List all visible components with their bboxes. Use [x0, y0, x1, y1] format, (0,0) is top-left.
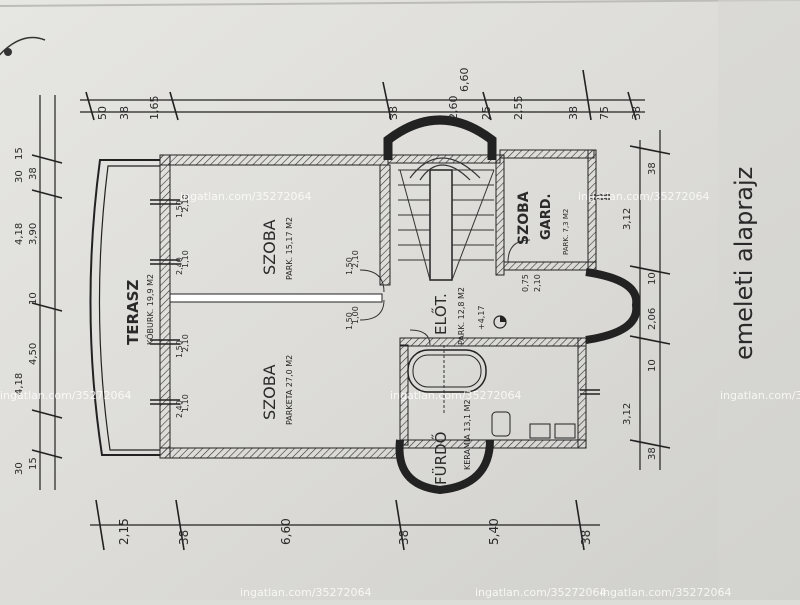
dimensions-right: 38 3,12 10 2,06 10 3,12 38: [622, 162, 658, 460]
watermark-3: ingatlan.com/35272064: [0, 389, 132, 402]
dimension-top-3: 50: [96, 106, 109, 120]
room-szoba-top-floor: PARK. 15,17 M2: [285, 217, 294, 280]
dimension-top-9: 75: [598, 106, 611, 120]
dimension-top-total: 6,60: [458, 68, 471, 93]
dimension-left-5: 4,18: [14, 223, 25, 245]
window-dimension-8: 1,10: [181, 394, 190, 412]
window-dimension-6: 2,10: [181, 334, 190, 352]
dimension-left-7: 4,50: [28, 343, 39, 365]
room-eloter-floor: PARK. 12,8 M2: [457, 287, 466, 345]
watermark-5: ingatlan.com/35272064: [720, 389, 800, 402]
window-dimension-1: 1,50: [175, 200, 184, 218]
watermark-4: ingatlan.com/35272064: [390, 389, 522, 402]
watermark-6: ingatlan.com/35272064: [475, 586, 607, 599]
room-eloter-name: ELŐT.: [430, 293, 450, 335]
dimension-left-6: 10: [28, 292, 39, 305]
dimension-right-3: 10: [647, 272, 658, 285]
dimension-left-3: 38: [28, 167, 39, 180]
window-dimensions: 1,502,102,401,101,502,102,401,101,502,10…: [175, 194, 542, 418]
dimension-bottom-4: 38: [397, 530, 411, 545]
dimension-right-4: 2,06: [647, 308, 658, 330]
window-dimension-2: 2,10: [181, 194, 190, 212]
window-dimension-9: 1,50: [345, 257, 354, 275]
dimension-top-7: 2,55: [512, 96, 525, 121]
room-terasz-floor: KŐBURK. 19,9 M2: [145, 274, 155, 345]
window-dimension-7: 2,40: [175, 400, 184, 418]
window-marks: [150, 194, 610, 405]
window-dimension-13: 0,75: [521, 274, 530, 292]
window-dimension-5: 1,50: [175, 340, 184, 358]
corner-circle-mark: [0, 36, 46, 56]
dimension-left-4: 3,90: [28, 223, 39, 245]
room-szoba-small-name: SZOBA: [516, 191, 532, 245]
room-szoba-small-floor: PARK. 7,3 M2: [562, 209, 570, 255]
room-szoba-top-name: SZOBA: [260, 219, 279, 275]
dimension-lines: [31, 69, 671, 551]
room-labels: TERASZ KŐBURK. 19,9 M2 SZOBA PARK. 15,17…: [124, 191, 570, 485]
dimension-top-1: 38: [118, 106, 131, 120]
dimension-left-9: 30: [14, 462, 25, 475]
dimension-bottom-6: 38: [579, 530, 593, 545]
dimension-right-1: 38: [647, 162, 658, 175]
watermark-7: ingatlan.com/35272064: [240, 586, 372, 599]
dimension-top-6: 25: [480, 106, 493, 120]
dimension-right-2: 3,12: [622, 208, 633, 230]
bathroom-bay: [395, 345, 576, 495]
window-dimension-4: 1,10: [181, 250, 190, 268]
dimension-right-7: 38: [647, 447, 658, 460]
level-value: +4,17: [477, 305, 486, 330]
dimension-top-10: 38: [630, 106, 643, 120]
watermarks: ingatlan.com/35272064 ingatlan.com/35272…: [0, 190, 800, 599]
window-dimension-11: 1,50: [345, 312, 354, 330]
dimension-top-8: 38: [567, 106, 580, 120]
dimension-left-10: 15: [28, 457, 39, 470]
plan-title: emeleti alaprajz: [730, 167, 758, 360]
room-terasz-name: TERASZ: [124, 280, 142, 345]
dimension-bottom-3: 6,60: [279, 518, 293, 545]
dimension-left-8: 4,18: [14, 373, 25, 395]
dimensions-top: 38 1,65 50 38 2,60 25 2,55 38 75 38: [96, 96, 643, 121]
room-szoba-bottom-name: SZOBA: [260, 364, 279, 420]
watermark-1: ingatlan.com/35272064: [180, 190, 312, 203]
room-furdo-floor: KERAMIA 13,1 M2: [463, 399, 472, 470]
window-dimension-10: 2,10: [351, 250, 360, 268]
dimension-right-5: 10: [647, 359, 658, 372]
right-apse: [585, 268, 641, 344]
door-swings: [359, 239, 531, 346]
dimension-left-2: 30: [14, 170, 25, 183]
dimension-top-2: 1,65: [148, 96, 161, 121]
terrace-outline: [89, 159, 160, 456]
dimension-bottom-1: 2,15: [117, 518, 131, 545]
dimension-left-1: 15: [14, 147, 25, 160]
room-szoba-bottom-floor: PARKETA 27,0 M2: [285, 355, 294, 425]
dimensions-bottom: 2,15 38 6,60 38 5,40 38: [117, 518, 593, 545]
room-furdo-name: FÜRDŐ: [430, 432, 450, 485]
level-marker: +4,17: [477, 305, 507, 330]
dimension-top-4: 38: [387, 106, 400, 120]
watermark-8: ingatlan.com/35272064: [600, 586, 732, 599]
room-szoba-small-note: GARD.: [539, 194, 554, 240]
dimension-bottom-5: 5,40: [487, 518, 501, 545]
window-dimension-12: 1,00: [351, 306, 360, 324]
dimension-bottom-2: 38: [177, 530, 191, 545]
window-dimension-3: 2,40: [175, 257, 184, 275]
window-dimension-14: 2,10: [533, 274, 542, 292]
dimension-right-6: 3,12: [622, 403, 633, 425]
dimension-top-5: 2,60: [447, 96, 460, 121]
watermark-2: ingatlan.com/35272064: [578, 190, 710, 203]
staircase-tower: [383, 115, 497, 281]
